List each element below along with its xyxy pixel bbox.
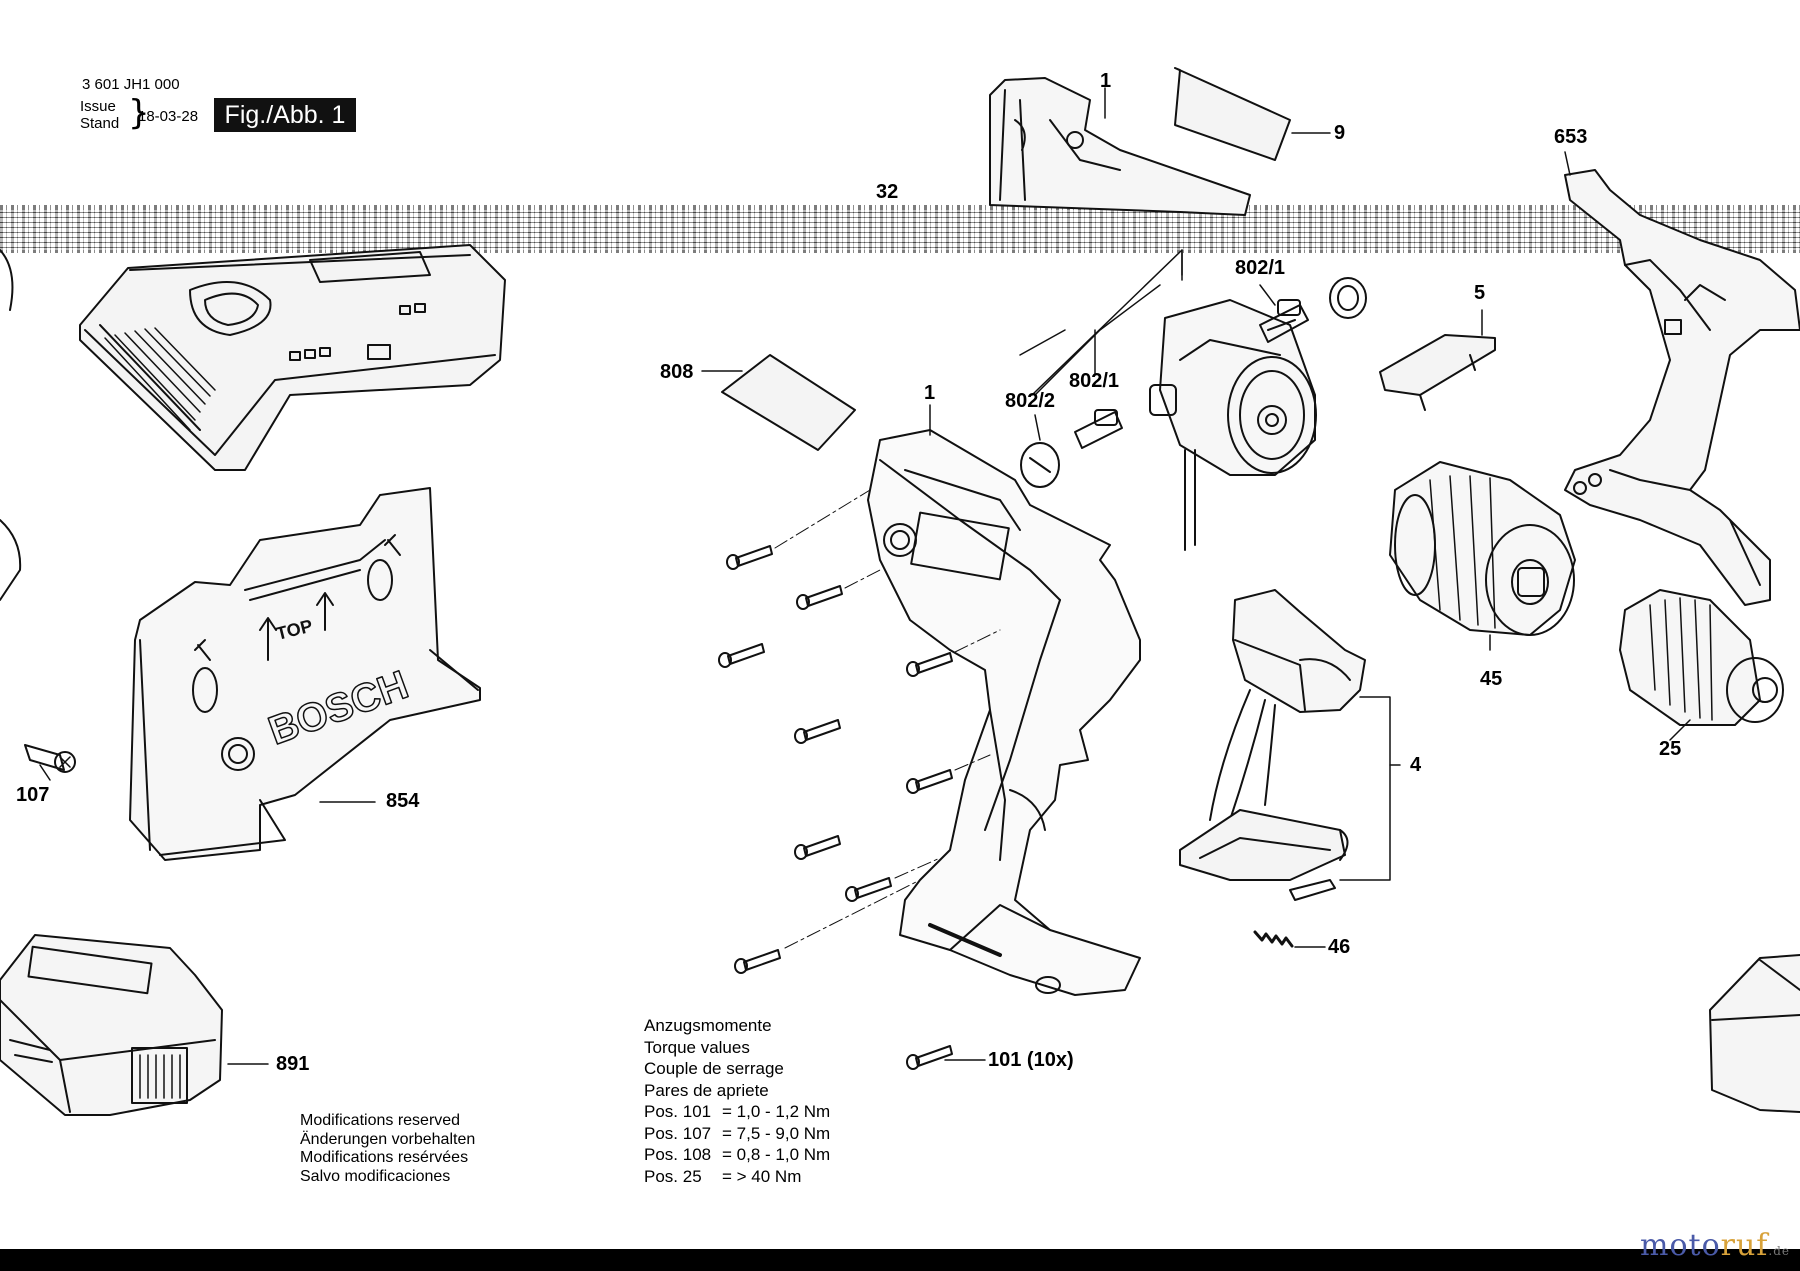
brush-cap-lower-drawing <box>1020 442 1060 488</box>
callout-45: 45 <box>1480 668 1503 690</box>
torque-row: Pos. 108 = 0,8 - 1,0 Nm <box>644 1144 830 1166</box>
spring-46-drawing <box>1253 930 1294 948</box>
housing-shell-top-drawing <box>989 77 1251 216</box>
torque-pos: Pos. 101 <box>644 1102 712 1121</box>
torque-row: Pos. 25 = > 40 Nm <box>644 1166 830 1188</box>
callout-802-1-mid: 802/1 <box>1069 370 1120 392</box>
mod-line-de: Änderungen vorbehalten <box>300 1130 476 1148</box>
issue-date: 18-03-28 <box>138 108 199 125</box>
callout-101: 101 (10x) <box>988 1049 1074 1071</box>
mod-line-en: Modifications reserved <box>300 1112 461 1129</box>
figure-label: Fig./Abb. 1 <box>214 98 356 132</box>
callout-4: 4 <box>1410 754 1422 776</box>
housing-shell-right-drawing <box>1564 169 1800 606</box>
battery-right-partial <box>1709 954 1800 1113</box>
issue-stand-label: Issue Stand <box>80 98 119 132</box>
callout-32: 32 <box>876 181 899 203</box>
callout-1-top: 1 <box>1100 70 1112 92</box>
torque-title-en: Torque values <box>644 1037 750 1057</box>
chuck-drawing <box>1619 589 1784 726</box>
torque-pos: Pos. 108 <box>644 1145 712 1164</box>
torque-table: Anzugsmomente Torque values Couple de se… <box>644 1015 830 1187</box>
torque-value: = 1,0 - 1,2 Nm <box>722 1102 831 1121</box>
issue-label: Issue <box>80 98 116 115</box>
label-808-drawing <box>721 354 856 451</box>
part-number: 3 601 JH1 000 <box>82 76 180 93</box>
mod-line-es: Salvo modificaciones <box>300 1167 451 1185</box>
label-9-drawing <box>1174 67 1291 161</box>
callout-802-1-top: 802/1 <box>1235 257 1286 279</box>
callout-5: 5 <box>1474 282 1486 304</box>
modifications-notice: Modifications reserved Änderungen vorbeh… <box>300 1112 475 1186</box>
leader-lines <box>39 87 1691 1065</box>
callout-46: 46 <box>1328 936 1351 958</box>
bottom-border-bar <box>0 1249 1800 1271</box>
wall-mount-drawing: TOP BOSCH <box>129 487 481 861</box>
battery-drawing <box>0 934 223 1116</box>
charger-drawing <box>0 244 506 601</box>
housing-shell-main-drawing <box>867 429 1141 996</box>
switch-module-drawing <box>1179 589 1366 901</box>
brush-cap-upper-drawing <box>1329 277 1367 319</box>
callout-854: 854 <box>386 790 420 812</box>
scan-noise-band <box>0 205 1800 253</box>
brace-icon: } <box>128 93 150 133</box>
assembly-lines <box>774 489 1001 949</box>
torque-pos: Pos. 25 <box>644 1166 702 1186</box>
torque-pos: Pos. 107 <box>644 1123 712 1143</box>
torque-row: Pos. 101 = 1,0 - 1,2 Nm <box>644 1101 830 1123</box>
watermark-suffix: .de <box>1768 1244 1791 1258</box>
gearbox-drawing <box>1389 461 1576 636</box>
callout-25: 25 <box>1659 738 1682 760</box>
callout-9: 9 <box>1334 122 1346 144</box>
brush-upper-drawing <box>1259 299 1309 343</box>
stand-label: Stand <box>80 115 120 132</box>
mod-line-fr: Modifications resérvées <box>300 1149 469 1166</box>
torque-title-es: Pares de apriete <box>644 1080 769 1100</box>
torque-row: Pos. 107 = 7,5 - 9,0 Nm <box>644 1123 830 1145</box>
switch-5-drawing <box>1379 334 1496 411</box>
brush-lower-drawing <box>1074 409 1123 449</box>
callout-653: 653 <box>1554 126 1588 148</box>
torque-value: = > 40 Nm <box>722 1166 802 1186</box>
scan-noise-lines <box>0 210 1800 250</box>
watermark-logo: motoruf.de <box>1640 1228 1790 1263</box>
torque-value: = 0,8 - 1,0 Nm <box>722 1145 831 1164</box>
torque-title-fr: Couple de serrage <box>644 1059 784 1078</box>
torque-value: = 7,5 - 9,0 Nm <box>722 1123 831 1143</box>
callout-1-mid: 1 <box>924 382 936 404</box>
screw-101-set <box>718 545 953 1070</box>
callout-891: 891 <box>276 1053 310 1075</box>
motor-drawing <box>1149 299 1317 551</box>
screw-107-drawing <box>24 744 76 773</box>
watermark-part2: ruf <box>1720 1228 1769 1263</box>
watermark-part1: moto <box>1640 1228 1721 1263</box>
callout-107: 107 <box>16 784 50 806</box>
torque-title-de: Anzugsmomente <box>644 1016 772 1035</box>
callout-802-2: 802/2 <box>1005 390 1056 412</box>
callout-808: 808 <box>660 361 694 383</box>
